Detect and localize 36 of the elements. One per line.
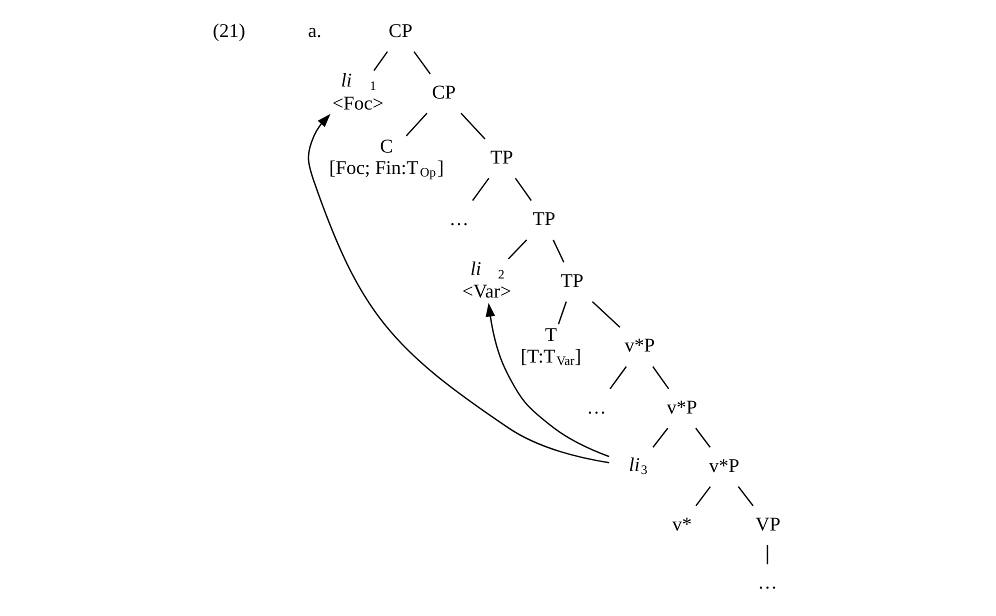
node-text: … bbox=[448, 209, 468, 230]
node-text: v*P bbox=[624, 336, 654, 357]
node-text: TP bbox=[490, 147, 513, 168]
connector bbox=[737, 486, 754, 506]
node-text: … bbox=[586, 397, 606, 418]
node-text: v*P bbox=[708, 456, 739, 477]
connector bbox=[652, 366, 669, 390]
node-text: VP bbox=[755, 514, 780, 536]
connector bbox=[591, 301, 620, 328]
connector bbox=[552, 240, 564, 263]
connector bbox=[608, 366, 626, 390]
node-text: CP bbox=[431, 82, 456, 104]
node-text: CP bbox=[388, 20, 412, 42]
node-text: v* bbox=[672, 514, 692, 536]
connector bbox=[460, 112, 485, 140]
connector bbox=[694, 428, 710, 448]
connector bbox=[557, 301, 566, 324]
node-text: TP bbox=[532, 209, 555, 230]
node-text: v*P bbox=[666, 397, 697, 418]
connector bbox=[372, 51, 388, 71]
connector bbox=[412, 51, 430, 74]
connector bbox=[507, 239, 527, 260]
node-text: T [T:TVar] bbox=[520, 324, 581, 368]
arrow bbox=[307, 114, 609, 464]
label: (21) bbox=[212, 20, 245, 42]
connector bbox=[472, 178, 489, 201]
connector bbox=[514, 178, 532, 201]
connector bbox=[694, 486, 710, 506]
node-text: … bbox=[757, 572, 777, 594]
arrow bbox=[485, 302, 609, 458]
label: a. bbox=[308, 20, 322, 42]
node-text: TP bbox=[560, 270, 583, 292]
connector bbox=[652, 428, 668, 448]
node-text: C [Foc; Fin:TOp] bbox=[328, 136, 444, 180]
connector bbox=[405, 112, 427, 136]
connector bbox=[766, 545, 768, 564]
